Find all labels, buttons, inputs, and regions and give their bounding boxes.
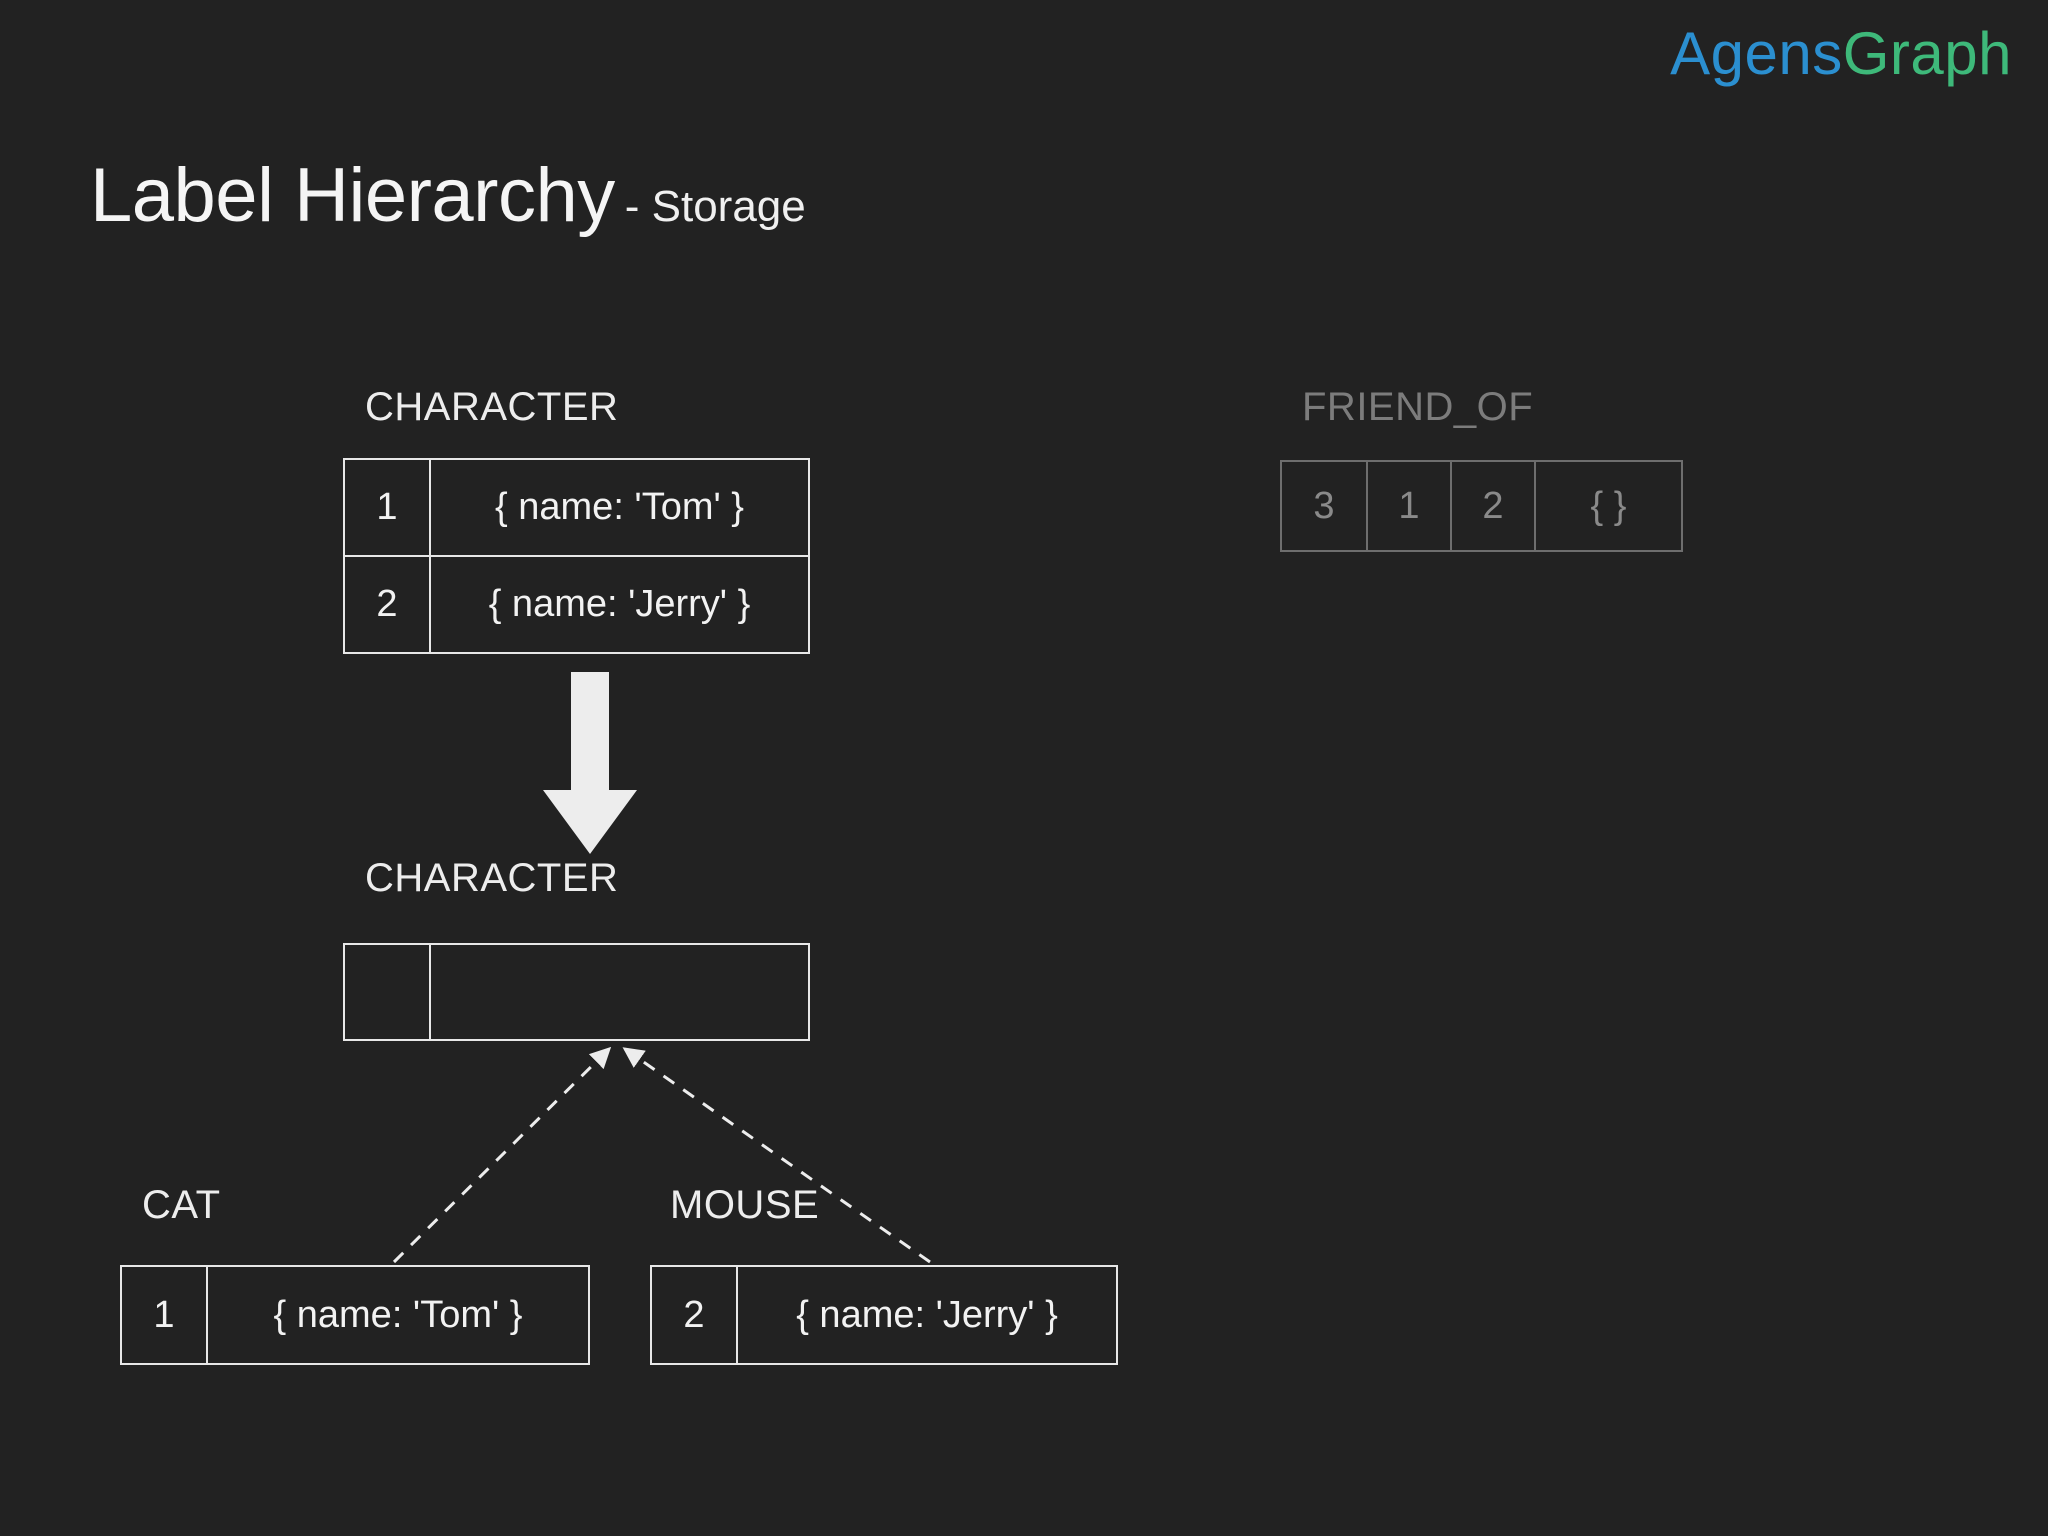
cell-properties: { name: 'Tom' } — [206, 1267, 588, 1363]
logo-text-agens: Agens — [1670, 20, 1843, 87]
character-top-table: 1 { name: 'Tom' } 2 { name: 'Jerry' } — [343, 458, 810, 654]
transform-down-arrow — [540, 672, 640, 854]
cell-id: 1 — [153, 1293, 175, 1336]
cell-properties — [429, 945, 808, 1039]
cell-id: 2 — [376, 583, 398, 625]
friend-of-label: FRIEND_OF — [1302, 385, 1534, 429]
page-title-main: Label Hierarchy — [90, 153, 615, 238]
mouse-label: MOUSE — [670, 1183, 820, 1227]
cell-id — [345, 945, 429, 1039]
page-title: Label Hierarchy- Storage — [90, 152, 806, 239]
cell-properties: { name: 'Jerry' } — [736, 1267, 1116, 1363]
cell-edge-id: 3 — [1313, 484, 1335, 527]
logo-text-graph: Graph — [1842, 20, 2012, 87]
table-row: 2 { name: 'Jerry' } — [652, 1267, 1116, 1363]
friend-of-table: 3 1 2 { } — [1280, 460, 1683, 552]
dashed-arrow-mouse — [622, 1047, 931, 1264]
table-row: 1 { name: 'Tom' } — [122, 1267, 588, 1363]
page-title-subtitle: - Storage — [624, 182, 806, 231]
table-row — [345, 945, 808, 1039]
character-top-label: CHARACTER — [365, 385, 619, 429]
character-bottom-table — [343, 943, 810, 1041]
cell-start-id: 1 — [1366, 462, 1450, 550]
character-bottom-label: CHARACTER — [365, 856, 619, 900]
table-row: 3 1 2 { } — [1282, 462, 1681, 550]
agensgraph-logo: AgensGraph — [1670, 24, 2012, 84]
table-row: 2 { name: 'Jerry' } — [345, 555, 808, 652]
cell-properties: { name: 'Tom' } — [429, 460, 808, 555]
cat-table: 1 { name: 'Tom' } — [120, 1265, 590, 1365]
cell-id: 2 — [683, 1293, 705, 1336]
cell-properties: { } — [1534, 462, 1681, 550]
table-row: 1 { name: 'Tom' } — [345, 460, 808, 555]
dashed-arrow-cat — [392, 1046, 612, 1264]
cat-label: CAT — [142, 1183, 221, 1227]
cell-properties: { name: 'Jerry' } — [429, 557, 808, 652]
cell-id: 1 — [376, 486, 398, 528]
mouse-table: 2 { name: 'Jerry' } — [650, 1265, 1118, 1365]
cell-end-id: 2 — [1450, 462, 1534, 550]
